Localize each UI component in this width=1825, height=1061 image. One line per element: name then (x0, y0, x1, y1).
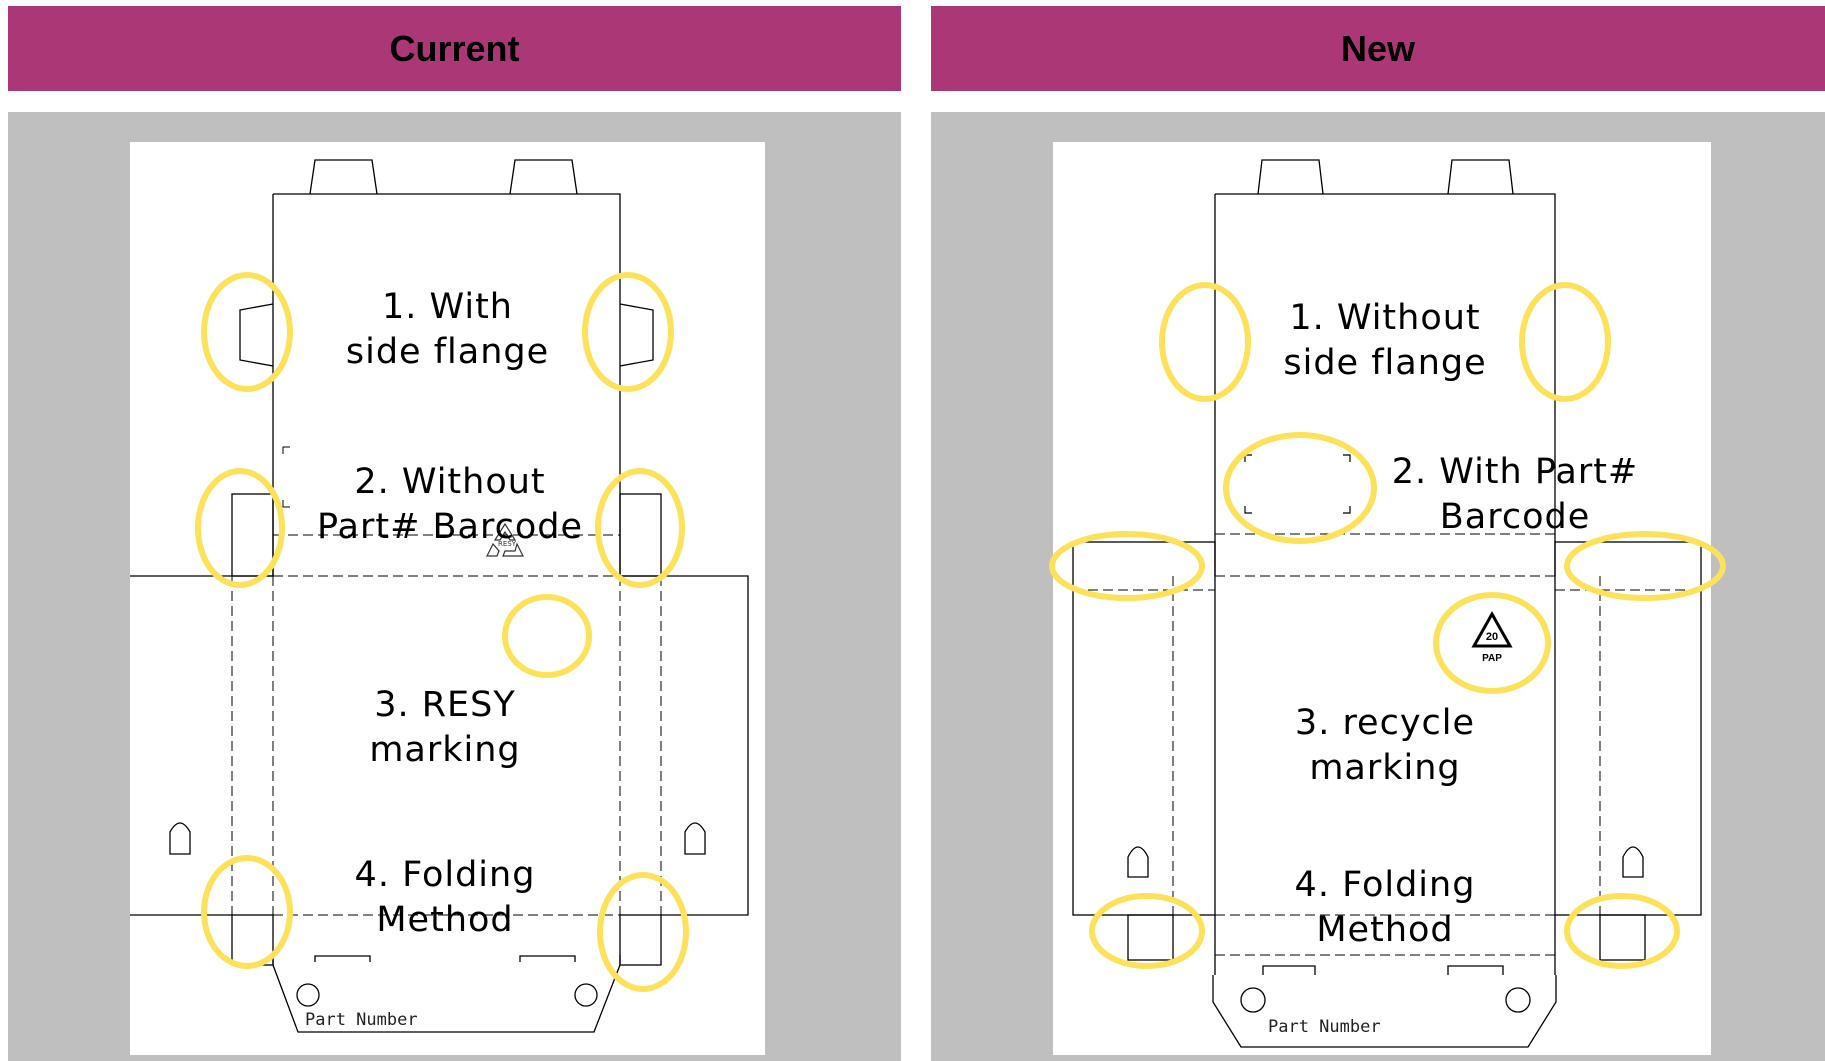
resy-recycle-icon: RESY (486, 522, 524, 557)
new-recycle-number: 20 (1486, 631, 1498, 643)
current-header: Current (8, 0, 901, 91)
new-barcode-label: 2. With Part# Barcode (1391, 452, 1639, 537)
current-title: Current (389, 27, 520, 69)
new-flange-label: 1. Without side flange (1283, 298, 1487, 383)
svg-text:RESY: RESY (498, 540, 517, 548)
new-flange-right-highlight (1519, 282, 1611, 402)
current-barcode-label: 2. Without Part# Barcode (316, 462, 584, 547)
new-barcode-highlight (1223, 432, 1377, 544)
current-part-number: Part Number (305, 1010, 418, 1030)
new-fold-left-highlight (1089, 893, 1205, 969)
current-flange-label: 1. With side flange (345, 287, 550, 372)
current-recycle-label: 3. RESY marking (369, 685, 521, 770)
new-wing-left-highlight (1049, 531, 1205, 601)
new-title: New (1340, 27, 1416, 69)
new-recycle-code: PAP (1482, 653, 1502, 664)
new-flange-left-highlight (1159, 282, 1251, 402)
new-fold-right-highlight (1564, 893, 1680, 969)
new-wing-right-highlight (1564, 531, 1726, 601)
new-folding-label: 4. Folding Method (1294, 865, 1476, 950)
new-part-number: Part Number (1268, 1017, 1381, 1037)
new-header: New (931, 0, 1825, 91)
new-recycle-label: 3. recycle marking (1294, 703, 1476, 788)
new-recycle-highlight (1433, 592, 1551, 694)
current-folding-label: 4. Folding Method (354, 855, 536, 940)
